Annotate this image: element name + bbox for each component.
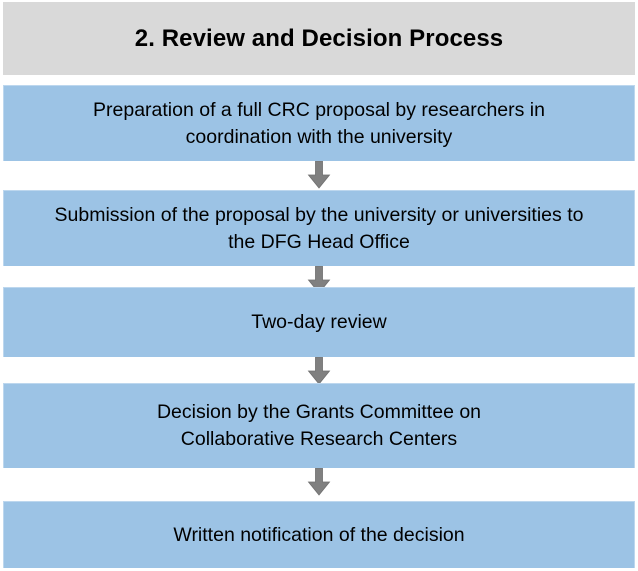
process-step-5: Written notification of the decision	[3, 501, 635, 568]
process-step-5-label: Written notification of the decision	[173, 523, 465, 546]
down-arrow-icon	[307, 357, 331, 385]
process-step-3-label: Two-day review	[251, 311, 387, 334]
down-arrow-icon	[307, 161, 331, 189]
process-step-1-label: Preparation of a full CRC proposal by re…	[93, 98, 545, 148]
page-title: 2. Review and Decision Process	[134, 24, 504, 52]
process-step-3: Two-day review	[3, 287, 635, 357]
down-arrow-icon	[307, 468, 331, 496]
down-arrow-icon	[307, 266, 331, 294]
process-step-2-label: Submission of the proposal by the univer…	[54, 203, 584, 253]
diagram-header: 2. Review and Decision Process	[3, 2, 635, 75]
process-step-2: Submission of the proposal by the univer…	[3, 190, 635, 266]
process-step-4: Decision by the Grants Committee on Coll…	[3, 383, 635, 468]
process-step-4-label: Decision by the Grants Committee on Coll…	[156, 401, 482, 450]
process-step-1: Preparation of a full CRC proposal by re…	[3, 85, 635, 161]
